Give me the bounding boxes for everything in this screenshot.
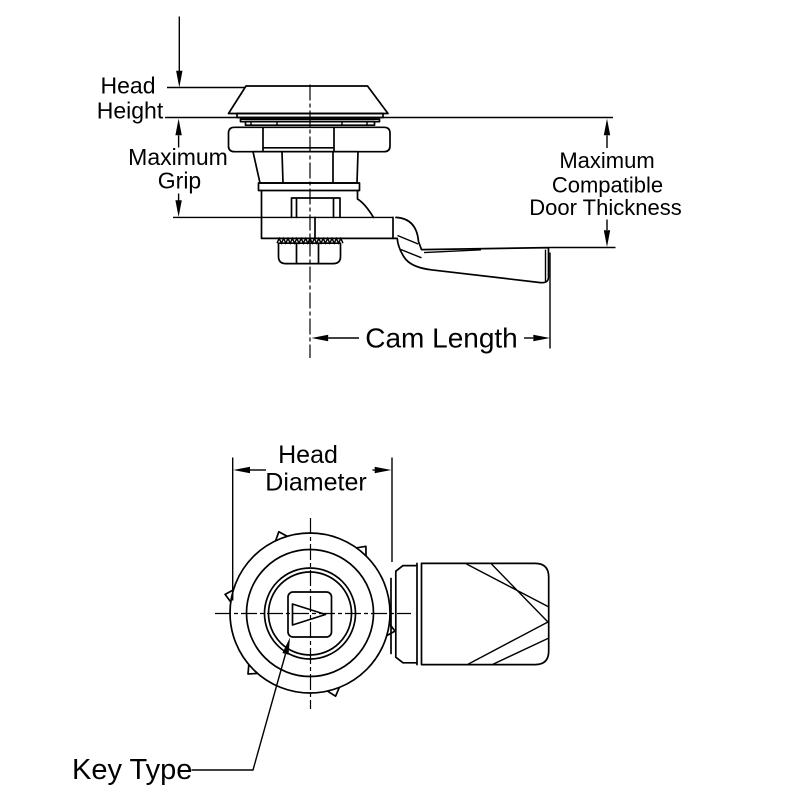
callout-key-type: Key Type (72, 637, 290, 786)
head-diameter-arrow-left-icon (233, 466, 250, 474)
door-thickness-label-line2: Compatible (552, 173, 663, 198)
body-step (257, 182, 361, 192)
cam-length-arrow-right-icon (533, 334, 550, 342)
key-type-label: Key Type (72, 754, 192, 786)
dim-head-diameter: Head Diameter (232, 441, 393, 601)
head-diameter-label-line1: Head (278, 441, 338, 469)
head-diameter-label-line2: Diameter (265, 469, 366, 497)
key-type-leader-arrow-icon (282, 637, 290, 655)
hex-nut-large (227, 126, 391, 153)
handle-body (420, 562, 550, 666)
front-view-centerlines (215, 518, 411, 709)
side-view: Head Height Maximum Grip Maximum Compati… (97, 16, 682, 358)
cam-length-arrow-left-icon (311, 334, 329, 342)
lock-body-side (227, 85, 394, 265)
head-height-label-line2: Height (97, 98, 164, 124)
key-type-leader-line (191, 653, 287, 771)
head-diameter-arrow-right-icon (374, 466, 392, 474)
hex-nut-facets (262, 126, 335, 153)
cam-lever-side (392, 216, 550, 284)
door-thickness-label-line3: Door Thickness (529, 195, 681, 220)
body-block-lower (260, 189, 375, 219)
hex-nut-small (277, 242, 342, 265)
head-height-label-line1: Head (101, 73, 156, 99)
door-thickness-arrow-down-icon (603, 230, 611, 247)
dim-door-thickness: Maximum Compatible Door Thickness (529, 118, 682, 249)
dim-head-height: Head Height (97, 16, 613, 124)
cam-lever-outline (392, 216, 550, 284)
triangle-key-icon (291, 603, 327, 626)
max-grip-label-line1: Maximum (128, 144, 228, 170)
head-profile (227, 85, 389, 115)
handle-band (390, 562, 418, 666)
door-thickness-arrow-up-icon (603, 118, 611, 136)
cam-length-label: Cam Length (365, 323, 518, 354)
base-plate (260, 216, 394, 240)
max-grip-arrow-down-icon (175, 200, 182, 217)
max-grip-arrow-up-icon (175, 118, 182, 136)
handle-front (390, 562, 550, 666)
washer-strip-2 (244, 120, 376, 127)
head-rim-tabs (224, 530, 396, 698)
key-opening (287, 591, 333, 638)
head-height-arrow-down-icon (176, 70, 183, 88)
body-block-upper (252, 150, 359, 184)
max-grip-label-line2: Grip (158, 168, 201, 194)
handle-twist-lines (466, 563, 550, 665)
washer-ticks (250, 121, 368, 126)
washer-strip-1 (239, 118, 381, 123)
cam-lever-creases (397, 234, 547, 282)
thread-teeth (276, 236, 344, 245)
front-view: Head Diameter Key Type (72, 441, 550, 786)
dim-maximum-grip: Maximum Grip (128, 118, 393, 219)
door-thickness-label-line1: Maximum (559, 148, 654, 173)
dim-cam-length: Cam Length (311, 252, 551, 354)
